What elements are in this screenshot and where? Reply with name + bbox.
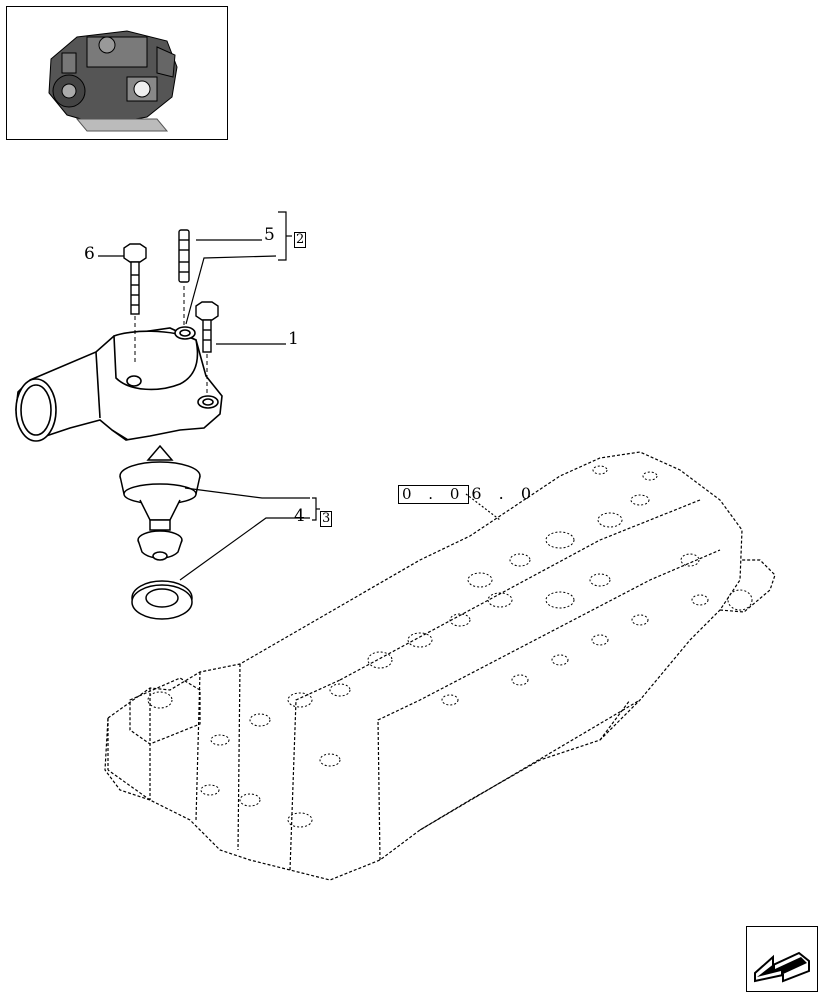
previous-page-arrow-icon (754, 951, 810, 983)
kit-badge-2: 2 (294, 232, 307, 248)
port-hole (545, 531, 575, 549)
stud-5 (178, 229, 190, 326)
port-hole (591, 634, 609, 646)
kit-badge-3: 3 (320, 511, 333, 527)
engine-thumbnail[interactable] (6, 6, 228, 140)
port-hole (487, 592, 513, 608)
port-hole (239, 793, 261, 807)
port-hole (511, 674, 529, 686)
port-hole (545, 591, 575, 609)
engine-thumbnail-icon (48, 30, 178, 132)
port-hole (589, 573, 611, 587)
callout-5: 5 (264, 225, 275, 245)
port-hole (407, 632, 433, 648)
port-hole (691, 594, 709, 606)
port-hole (200, 784, 220, 796)
leader-lines (98, 211, 501, 581)
port-hole (509, 553, 531, 567)
port-hole (329, 683, 351, 697)
port-hole (597, 512, 623, 528)
port-hole (680, 553, 700, 567)
callout-4: 4 (294, 506, 305, 526)
port-hole (249, 713, 271, 727)
port-hole (631, 614, 649, 626)
port-hole (449, 613, 471, 627)
port-hole (287, 812, 313, 828)
bolt-6 (123, 243, 147, 364)
port-hole (441, 694, 459, 706)
port-hole (727, 589, 753, 611)
section-reference-boxed: 0 . 0 (398, 485, 470, 504)
thermostat-housing (15, 326, 223, 442)
port-hole (319, 753, 341, 767)
port-hole (592, 465, 608, 475)
previous-page-button[interactable] (746, 926, 818, 992)
section-reference-rest: 6 . 0 (471, 484, 538, 503)
port-hole (287, 692, 313, 708)
port-hole (367, 651, 393, 669)
bolt-1 (195, 301, 219, 394)
callout-1: 1 (288, 329, 299, 349)
port-hole (551, 654, 569, 666)
cylinder-head-outline (104, 451, 776, 881)
port-hole (642, 471, 658, 481)
thermostat-4 (119, 444, 201, 561)
seal-ring (131, 580, 193, 620)
port-hole (210, 734, 230, 746)
port-hole (467, 572, 493, 588)
port-hole (630, 494, 650, 506)
cylinder-head-ports (147, 465, 753, 828)
port-hole (147, 691, 173, 709)
callout-6: 6 (84, 244, 95, 264)
